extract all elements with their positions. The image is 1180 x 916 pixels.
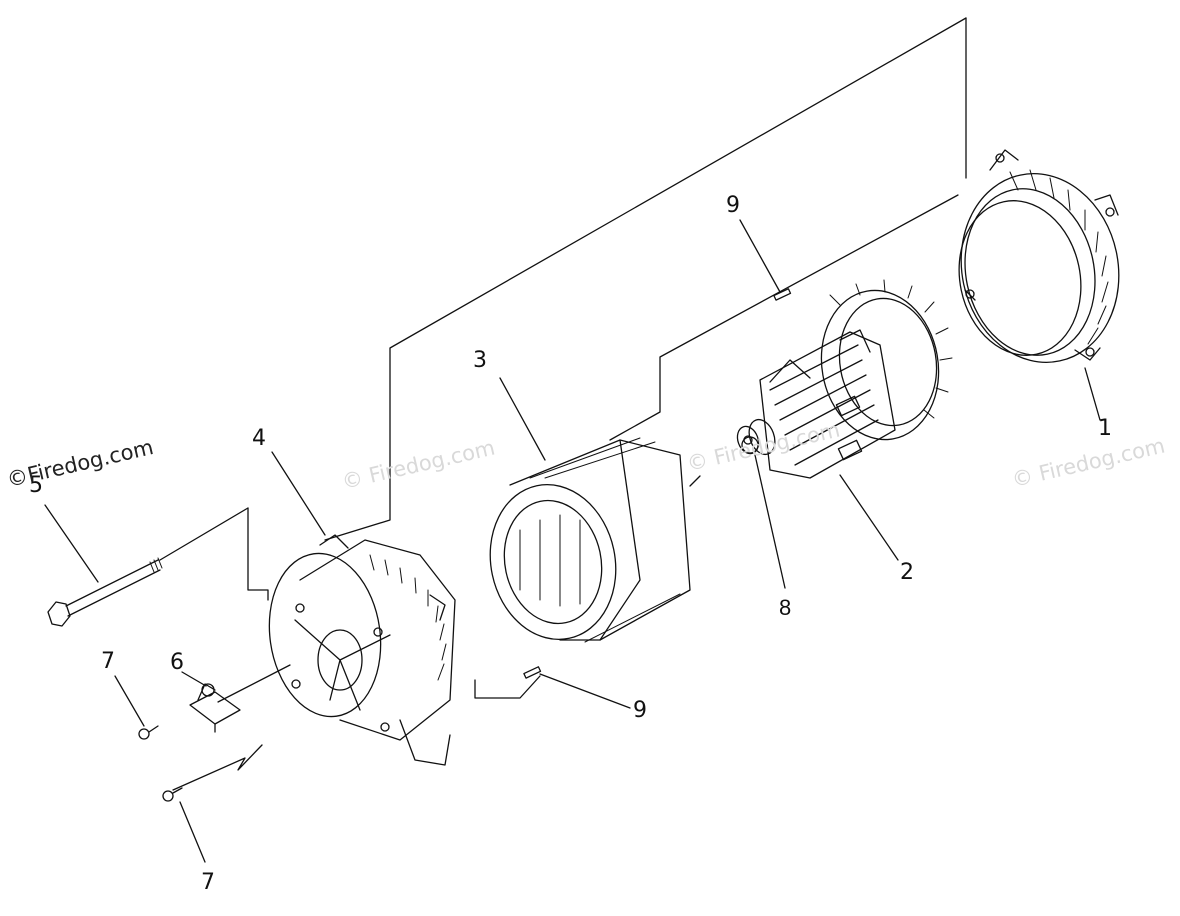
- part-4-front-housing: [268, 534, 456, 766]
- callout-part-1: 1: [1098, 416, 1112, 441]
- part-6-brush-holder: [189, 683, 241, 733]
- part-2-rotor: [736, 279, 953, 479]
- part-9-dowels: [523, 288, 792, 679]
- part-7-screws: [138, 725, 183, 802]
- alignment-lines: [159, 17, 967, 791]
- part-1-rear-cover: [958, 149, 1120, 363]
- part-3-stator: [489, 437, 691, 643]
- callout-part-3: 3: [473, 348, 487, 373]
- callout-part-7-upper: 7: [101, 649, 115, 674]
- callout-part-2: 2: [900, 560, 914, 585]
- callout-part-6: 6: [170, 650, 184, 675]
- leader-lines: [44, 219, 1101, 863]
- callout-part-9-lower: 9: [633, 698, 647, 723]
- callout-part-4: 4: [252, 426, 266, 451]
- part-5-through-bolt: [47, 557, 163, 627]
- part-8-bearing: [741, 436, 759, 454]
- callout-part-7-lower: 7: [201, 870, 215, 895]
- callout-part-8: 8: [779, 595, 792, 620]
- callout-part-9-upper: 9: [726, 193, 740, 218]
- callout-part-5: 5: [29, 473, 43, 498]
